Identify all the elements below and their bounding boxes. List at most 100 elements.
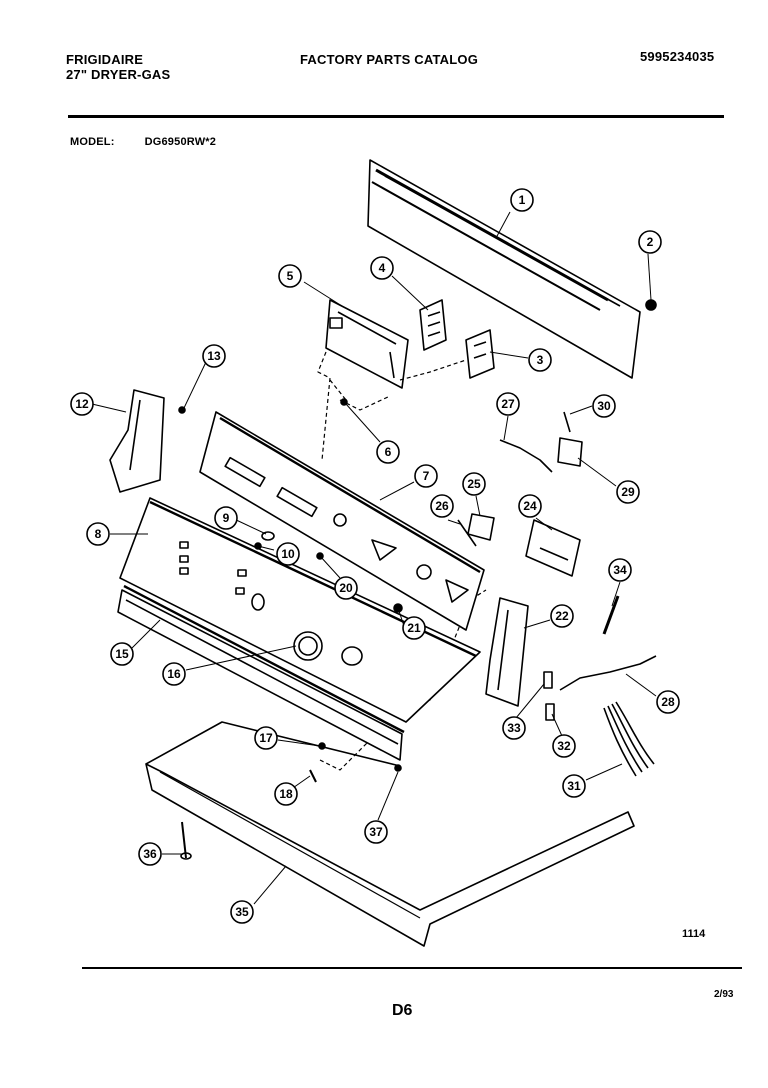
svg-text:13: 13 <box>207 349 221 363</box>
svg-text:22: 22 <box>555 609 569 623</box>
part-29 <box>557 437 583 467</box>
model-line: MODEL: DG6950RW*2 <box>70 136 216 148</box>
callout-labels: 1 2 3 4 5 6 7 8 9 10 12 13 15 16 17 18 2… <box>70 188 680 924</box>
part-screw-13 <box>178 406 186 414</box>
part-30 <box>563 411 571 433</box>
callout: 12 <box>70 392 94 416</box>
callout: 1 <box>510 188 534 212</box>
part-switch-4 <box>419 299 447 351</box>
callout: 25 <box>462 472 486 496</box>
part-back-panel <box>367 159 641 379</box>
svg-text:15: 15 <box>115 647 129 661</box>
page-number: D6 <box>392 1002 413 1019</box>
callout: 4 <box>370 256 394 280</box>
part-control-panel-7 <box>199 411 485 631</box>
svg-text:25: 25 <box>467 477 481 491</box>
part-pin-34 <box>602 595 620 635</box>
part-screw-6 <box>340 398 348 406</box>
callout: 10 <box>276 542 300 566</box>
callout: 33 <box>502 716 526 740</box>
brand-block: FRIGIDAIRE 27" DRYER-GAS <box>66 52 170 82</box>
svg-text:10: 10 <box>281 547 295 561</box>
header-rule <box>68 115 724 118</box>
part-number: 5995234035 <box>640 49 715 64</box>
svg-text:24: 24 <box>523 499 537 513</box>
callout: 18 <box>274 782 298 806</box>
callout: 26 <box>430 494 454 518</box>
part-36 <box>180 821 192 860</box>
callout: 32 <box>552 734 576 758</box>
svg-text:31: 31 <box>567 779 581 793</box>
catalog-title: FACTORY PARTS CATALOG <box>300 52 479 67</box>
svg-text:2: 2 <box>647 235 654 249</box>
callout: 5 <box>278 264 302 288</box>
part-bracket-12 <box>109 389 165 493</box>
callout: 37 <box>364 820 388 844</box>
svg-text:30: 30 <box>597 399 611 413</box>
svg-text:5: 5 <box>287 269 294 283</box>
svg-text:27: 27 <box>501 397 515 411</box>
callout: 20 <box>334 576 358 600</box>
callout: 13 <box>202 344 226 368</box>
callout: 22 <box>550 604 574 628</box>
part-32 <box>545 703 555 721</box>
svg-text:36: 36 <box>143 847 157 861</box>
callout: 6 <box>376 440 400 464</box>
part-trim-15 <box>117 589 403 761</box>
callout: 28 <box>656 690 680 714</box>
diagram-code: 1114 <box>682 928 706 940</box>
svg-text:26: 26 <box>435 499 449 513</box>
part-wire-bundle-31 <box>603 701 655 777</box>
callout: 35 <box>230 900 254 924</box>
svg-text:18: 18 <box>279 787 293 801</box>
callout: 3 <box>528 348 552 372</box>
part-knob-16 <box>293 631 363 666</box>
model-label: MODEL: <box>70 136 115 148</box>
svg-text:21: 21 <box>407 621 421 635</box>
svg-text:32: 32 <box>557 739 571 753</box>
svg-text:8: 8 <box>95 527 102 541</box>
callout: 34 <box>608 558 632 582</box>
svg-text:12: 12 <box>75 397 89 411</box>
svg-text:37: 37 <box>369 825 383 839</box>
model-value: DG6950RW*2 <box>144 136 217 148</box>
svg-text:4: 4 <box>379 261 386 275</box>
product-name: 27" DRYER-GAS <box>66 67 171 82</box>
svg-text:29: 29 <box>621 485 635 499</box>
brand-name: FRIGIDAIRE <box>66 52 144 67</box>
svg-text:35: 35 <box>235 905 249 919</box>
callout-leaders <box>91 211 657 905</box>
callout: 27 <box>496 392 520 416</box>
callout: 8 <box>86 522 110 546</box>
svg-text:9: 9 <box>223 511 230 525</box>
callout: 9 <box>214 506 238 530</box>
svg-text:33: 33 <box>507 721 521 735</box>
svg-text:6: 6 <box>385 445 392 459</box>
callout: 7 <box>414 464 438 488</box>
svg-text:3: 3 <box>537 353 544 367</box>
footer-rule <box>82 967 742 969</box>
part-switch-3 <box>465 329 495 379</box>
part-33 <box>543 671 553 689</box>
part-top-frame-35 <box>145 721 635 947</box>
svg-text:28: 28 <box>661 695 675 709</box>
svg-text:1: 1 <box>519 193 526 207</box>
part-wire-27 <box>499 439 553 473</box>
svg-text:34: 34 <box>613 563 627 577</box>
callout: 31 <box>562 774 586 798</box>
svg-text:17: 17 <box>259 731 273 745</box>
callout: 21 <box>402 616 426 640</box>
part-25 <box>467 513 495 541</box>
callout: 17 <box>254 726 278 750</box>
part-harness-28 <box>559 655 657 691</box>
part-screw-18 <box>309 769 317 783</box>
part-timer-5 <box>325 299 409 389</box>
part-26 <box>457 519 477 547</box>
svg-text:7: 7 <box>423 469 430 483</box>
revision-date: 2/93 <box>714 989 734 1000</box>
callout: 36 <box>138 842 162 866</box>
part-bracket-22 <box>485 597 529 707</box>
callout: 2 <box>638 230 662 254</box>
callout: 15 <box>110 642 134 666</box>
